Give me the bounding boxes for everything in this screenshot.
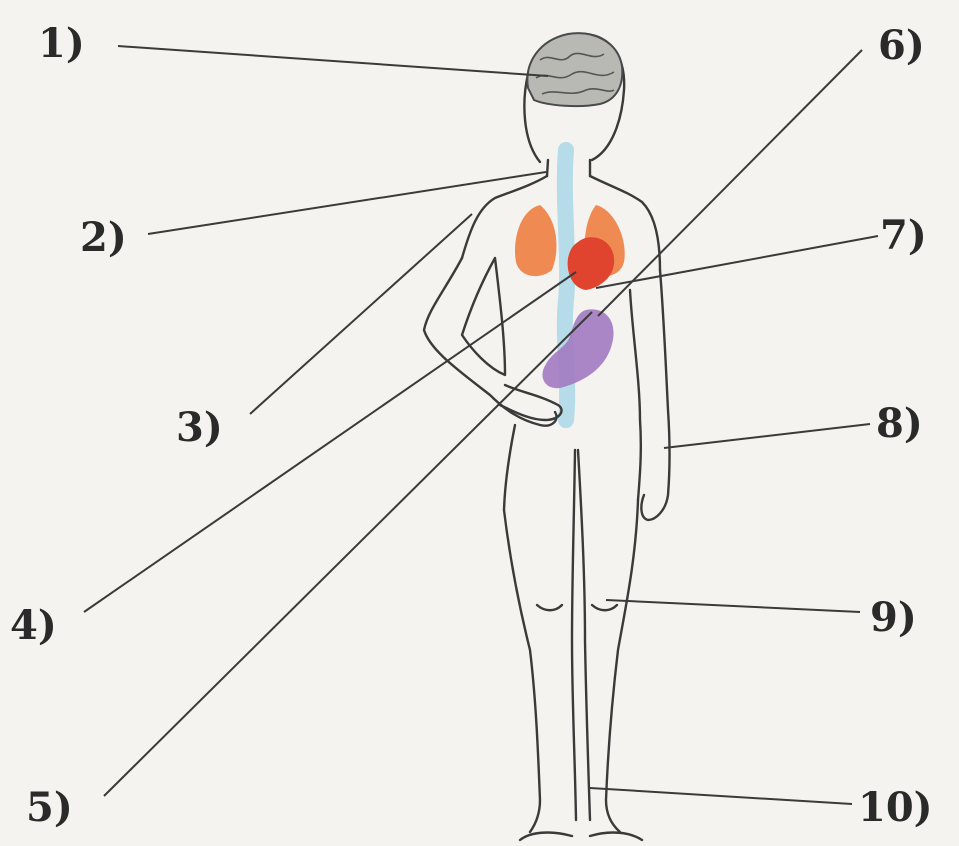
leader-line-4 <box>84 272 576 612</box>
label-10: 10) <box>858 788 933 828</box>
leader-line-5 <box>104 312 592 796</box>
leader-line-6 <box>598 50 862 316</box>
brain-icon <box>527 33 622 106</box>
leader-line-10 <box>590 788 852 804</box>
heart-icon <box>568 237 615 290</box>
stomach-icon <box>542 309 613 388</box>
label-2: 2) <box>80 218 127 258</box>
label-9: 9) <box>870 598 917 638</box>
leader-line-7 <box>596 236 878 288</box>
leader-line-8 <box>664 424 870 448</box>
label-8: 8) <box>876 404 923 444</box>
leader-line-9 <box>606 600 860 612</box>
label-3: 3) <box>176 408 223 448</box>
label-7: 7) <box>880 216 927 256</box>
label-1: 1) <box>38 24 85 64</box>
body-outline <box>424 34 670 840</box>
label-6: 6) <box>878 26 925 66</box>
label-5: 5) <box>26 788 73 828</box>
label-4: 4) <box>10 606 57 646</box>
leader-line-3 <box>250 214 472 414</box>
leader-line-2 <box>148 172 546 234</box>
leader-line-1 <box>118 46 548 76</box>
